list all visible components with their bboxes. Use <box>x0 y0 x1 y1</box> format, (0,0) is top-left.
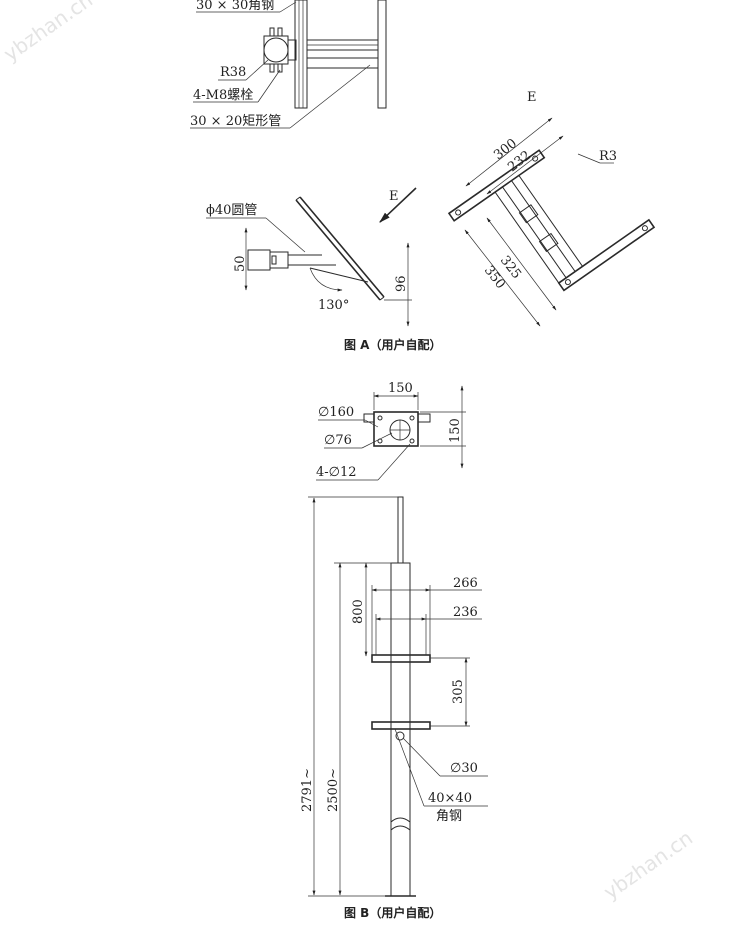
dim-96: 96 <box>394 275 409 292</box>
dim-236: 236 <box>453 605 478 620</box>
dim-2791: 2791~ <box>300 768 315 812</box>
e-view-frame <box>447 149 656 292</box>
label-d30: ∅30 <box>450 761 478 776</box>
label-bolts: 4-M8螺栓 <box>193 88 253 103</box>
angle-130: 130° <box>318 298 349 313</box>
label-angle-40: 40×40 <box>428 791 472 806</box>
pole <box>371 496 431 897</box>
dim-50: 50 <box>233 255 248 272</box>
label-r3: R3 <box>599 149 617 164</box>
dim-800: 800 <box>351 599 366 624</box>
label-d160: ∅160 <box>318 405 354 420</box>
label-round-tube: ϕ40圆管 <box>206 203 257 218</box>
watermark: ybzhan.cn <box>0 0 97 66</box>
label-e-arrow: E <box>389 189 399 204</box>
mount-plate-top-view <box>363 411 431 447</box>
caption-figure-b: 图 B（用户自配） <box>344 905 441 920</box>
bracket-side-view <box>263 0 387 109</box>
label-e-view: E <box>527 90 537 105</box>
dim-150-top: 150 <box>388 381 413 396</box>
caption-figure-a: 图 A（用户自配） <box>344 337 441 352</box>
label-d76: ∅76 <box>324 433 352 448</box>
dim-2500: 2500~ <box>326 768 341 812</box>
dim-266: 266 <box>453 576 478 591</box>
label-angle-40-sub: 角钢 <box>436 809 462 824</box>
panel-side-view <box>247 196 385 301</box>
dim-305: 305 <box>451 679 466 704</box>
label-r38: R38 <box>220 65 246 80</box>
dim-150-side: 150 <box>448 418 463 443</box>
label-angle-steel: 30 × 30角钢 <box>196 0 274 13</box>
label-holes: 4-∅12 <box>316 465 357 480</box>
label-rect-tube: 30 × 20矩形管 <box>190 114 281 129</box>
watermark: ybzhan.cn <box>599 826 697 905</box>
